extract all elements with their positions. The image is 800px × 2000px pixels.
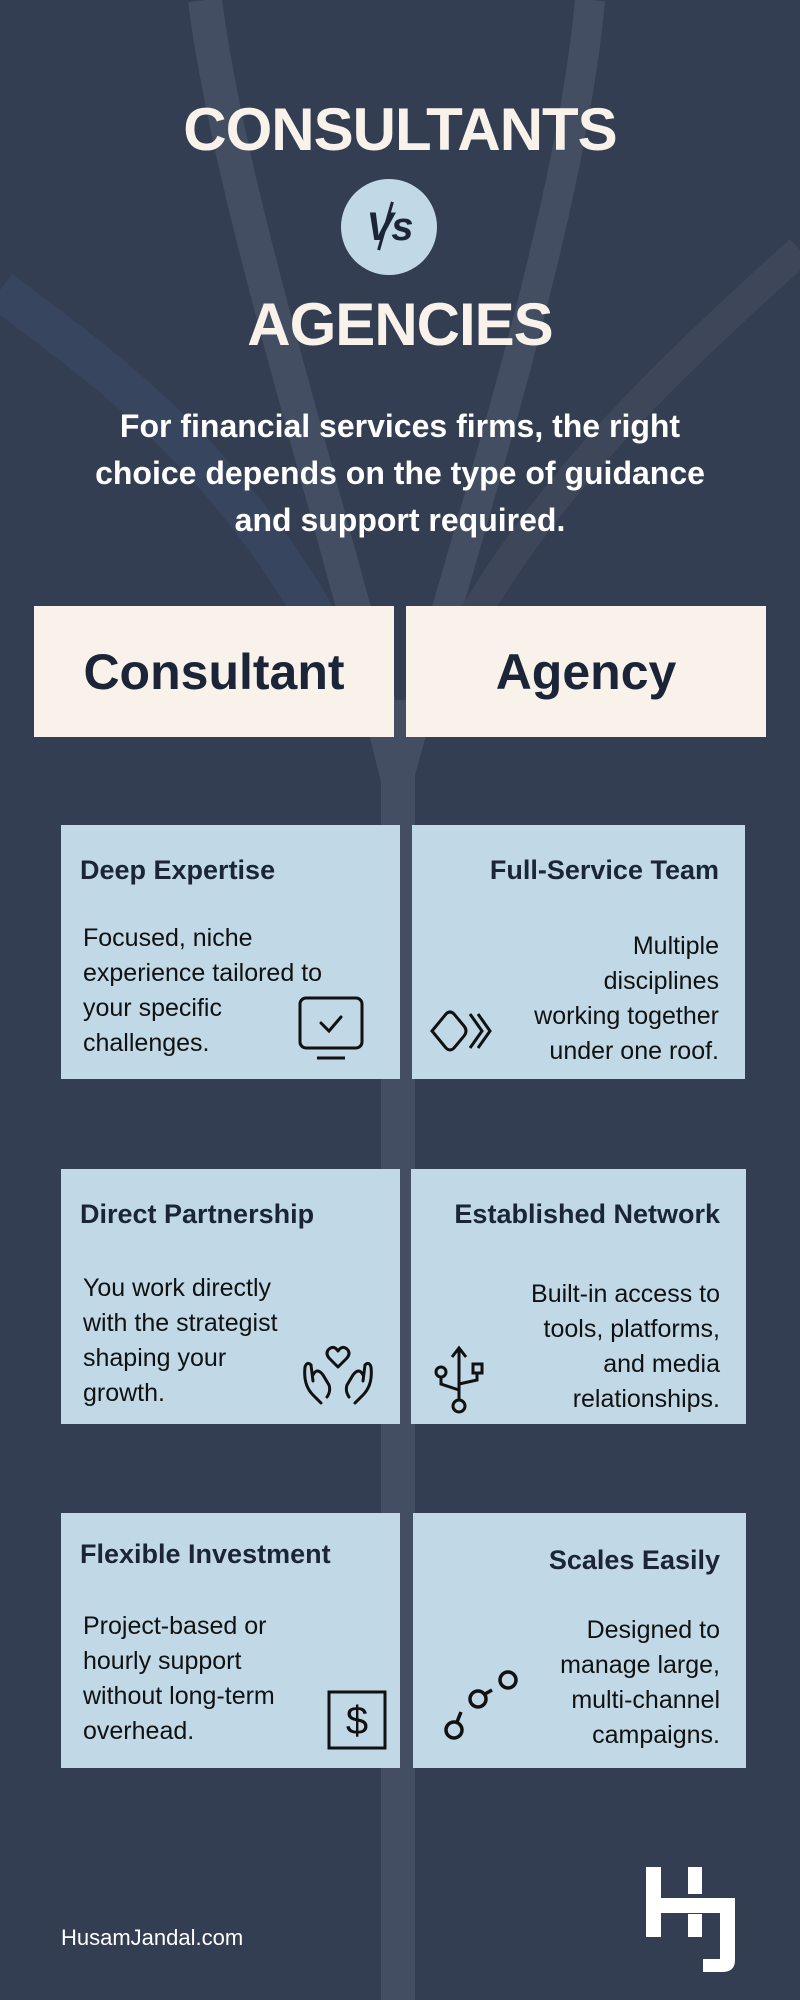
hj-logo-icon — [646, 1867, 735, 1972]
title-consultants: CONSULTANTS — [183, 96, 617, 163]
connected-nodes-icon — [444, 1670, 518, 1740]
website-link[interactable]: HusamJandal.com — [61, 1925, 244, 1950]
forward-chevrons-icon — [430, 1010, 492, 1052]
card-title: Flexible Investment — [80, 1539, 331, 1569]
card-title: Scales Easily — [548, 1545, 720, 1575]
hands-heart-icon — [303, 1345, 373, 1405]
svg-text:$: $ — [346, 1699, 368, 1743]
title-agencies: AGENCIES — [247, 291, 553, 358]
dollar-box-icon: $ — [327, 1690, 387, 1750]
vs-label: Vs — [367, 201, 413, 250]
card-title: Direct Partnership — [80, 1199, 315, 1229]
column-header-agency: Agency — [406, 606, 766, 737]
column-header-agency-label: Agency — [495, 643, 677, 700]
usb-icon — [434, 1345, 484, 1414]
card-title: Deep Expertise — [80, 855, 276, 885]
column-header-consultant-label: Consultant — [83, 643, 345, 700]
intro-paragraph: For financial services firms, the right … — [95, 408, 705, 538]
card-title: Full-Service Team — [489, 855, 719, 885]
card-title: Established Network — [454, 1199, 720, 1229]
monitor-check-icon — [298, 996, 364, 1060]
vs-badge: Vs — [341, 179, 437, 275]
column-header-consultant: Consultant — [34, 606, 394, 737]
